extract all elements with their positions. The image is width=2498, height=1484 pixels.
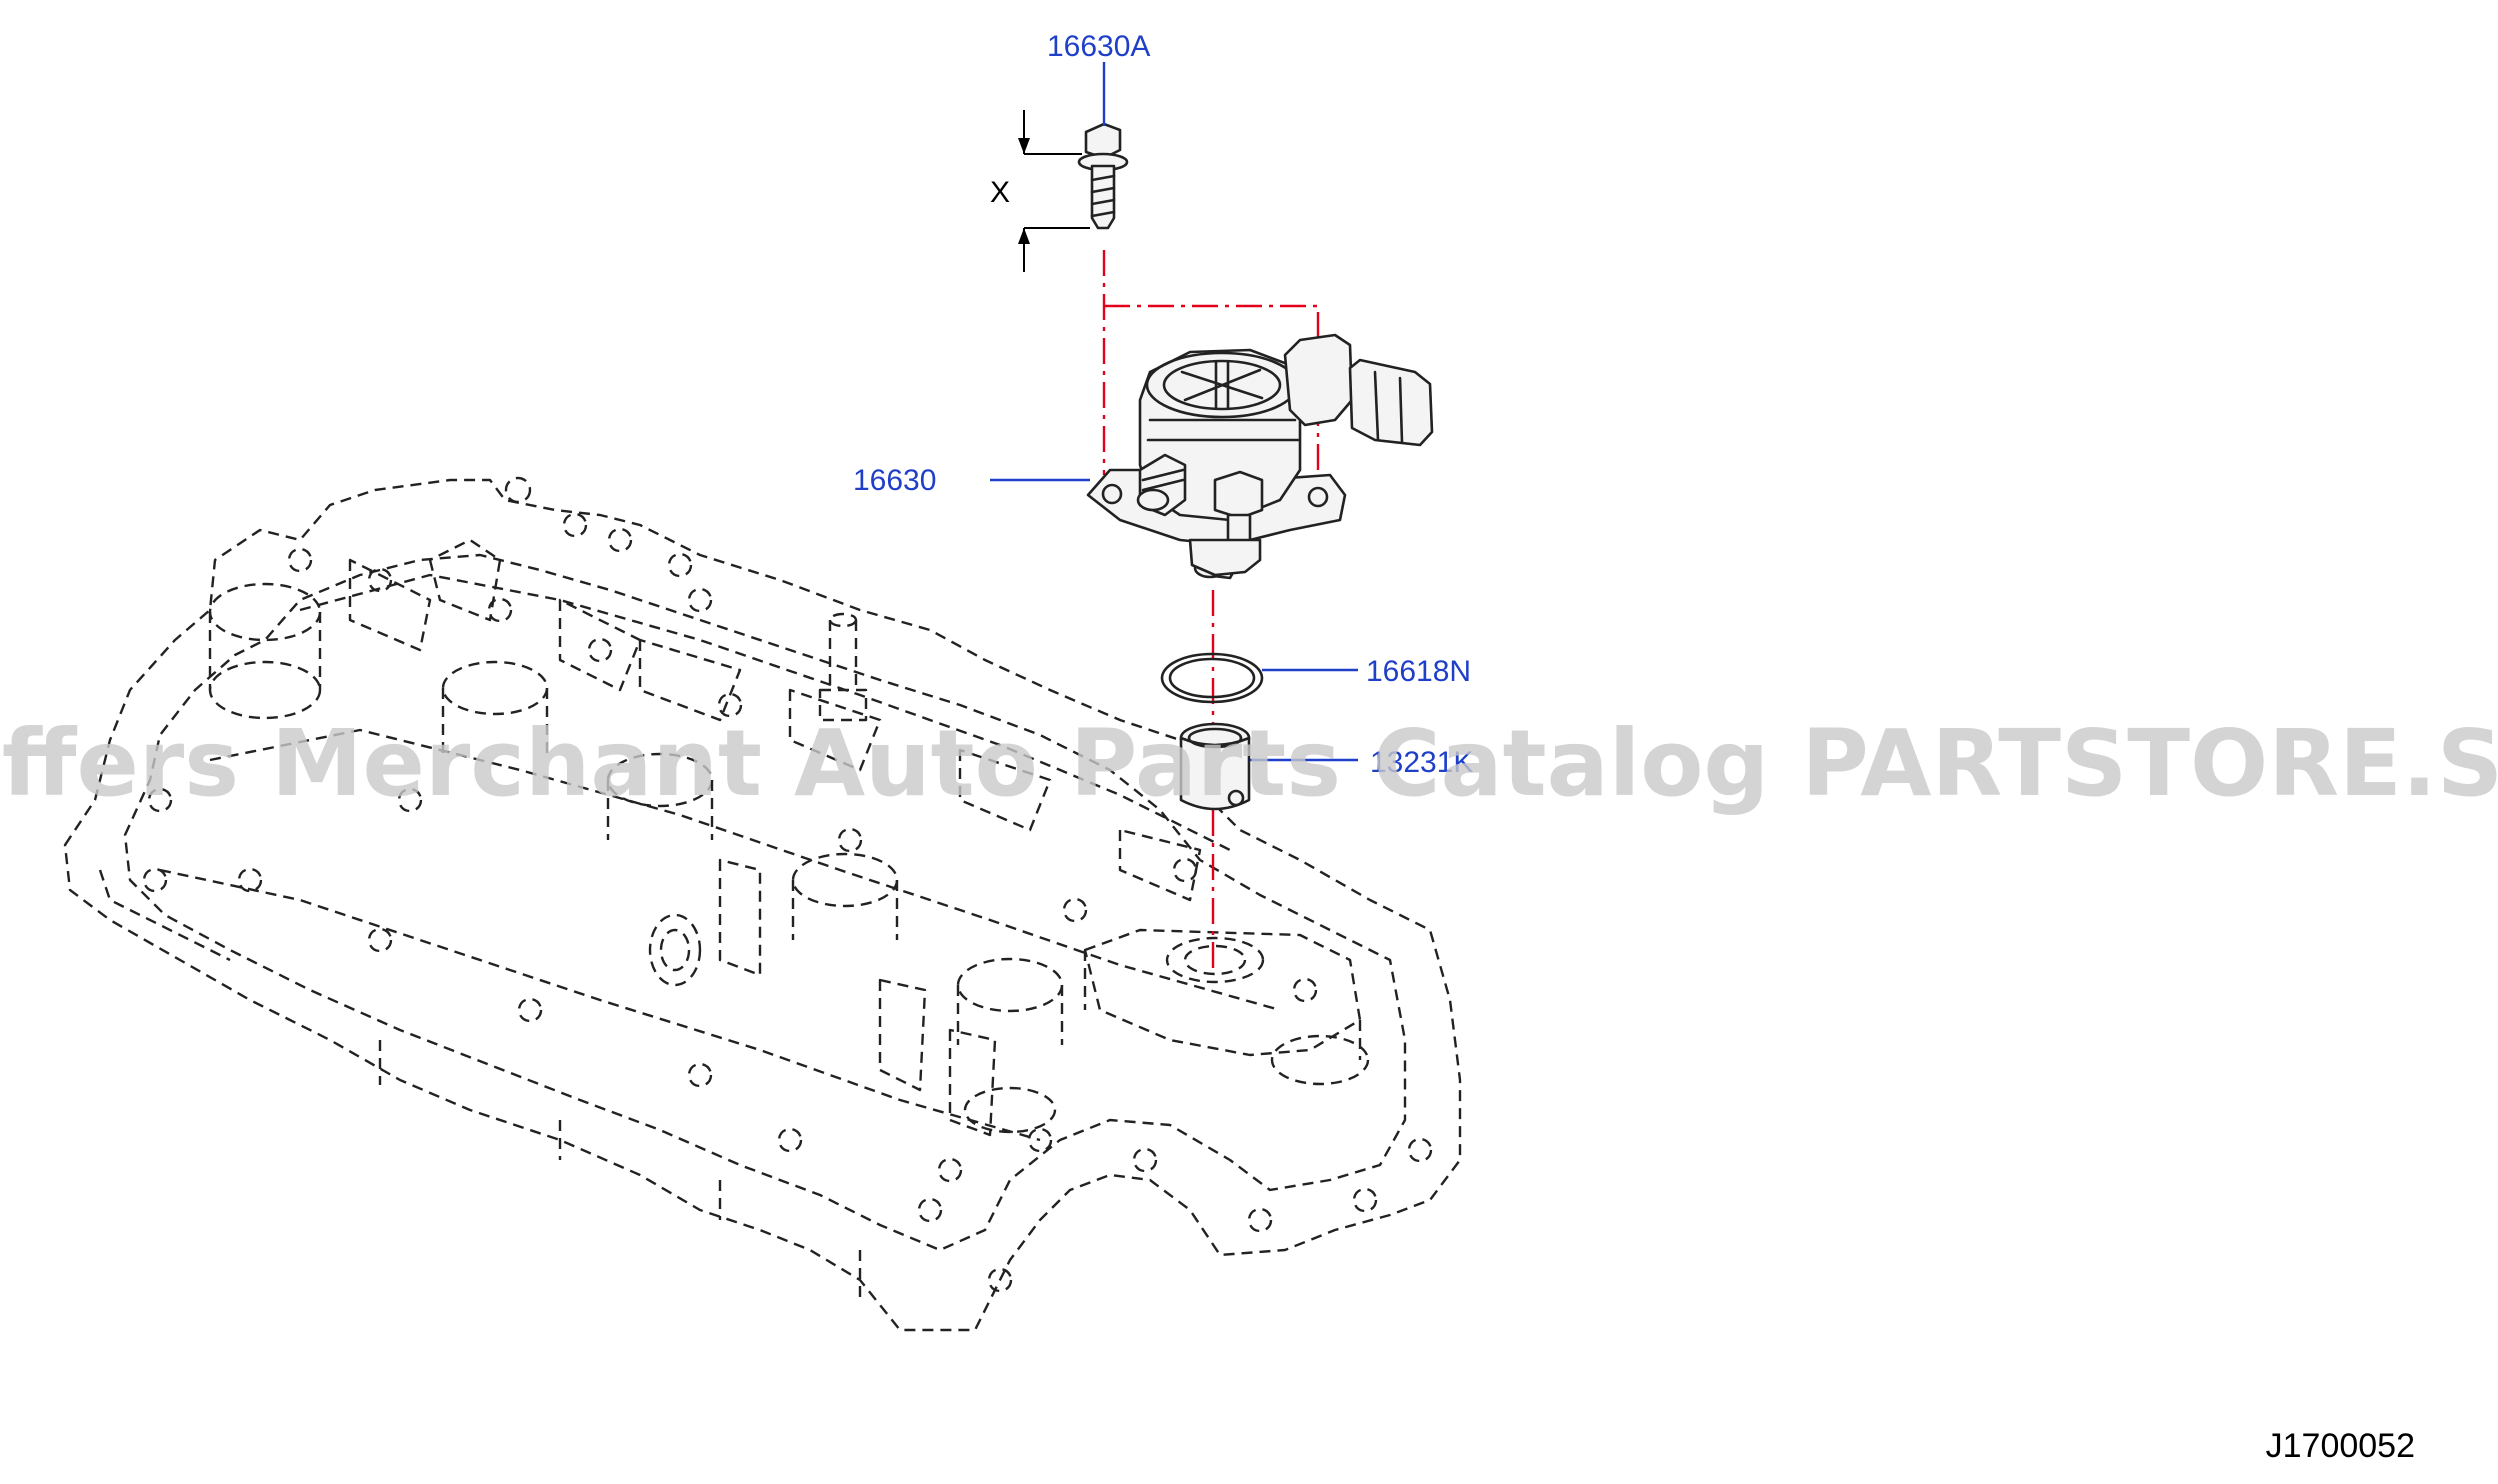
dimension-x-label: X <box>990 176 1010 209</box>
callout-oring[interactable]: 16618N <box>1366 655 1471 688</box>
bolt-length-dimension: X <box>990 110 1090 272</box>
pump-mounting-boss <box>1083 928 1362 1060</box>
cam-rail-mid <box>209 728 1281 1012</box>
pump-connector <box>1348 358 1434 447</box>
cam-rail-upper <box>299 573 1231 852</box>
head-inner-deck <box>123 553 1407 1252</box>
cam-rail-lower <box>159 868 1041 1142</box>
o-ring <box>1160 652 1264 704</box>
callout-pump[interactable]: 16630 <box>853 464 936 497</box>
head-side-wall <box>98 869 862 1300</box>
callout-bolt[interactable]: 16630A <box>1047 30 1150 63</box>
cylinder-head-drawing <box>63 476 1462 1332</box>
fuel-pump <box>1086 333 1434 580</box>
roller-lifter <box>1179 722 1251 811</box>
head-outer-flange <box>63 478 1462 1332</box>
pump-solenoid <box>1283 333 1354 427</box>
callout-lifter[interactable]: 13231K <box>1370 746 1473 779</box>
bolt-bosses <box>142 476 1433 1293</box>
pump-outlet-fitting <box>1213 470 1264 520</box>
leader-lines <box>990 62 1358 762</box>
spark-plug-bores <box>208 582 1370 1134</box>
cam-journal-towers <box>348 538 1202 1137</box>
diagram-code: J1700052 <box>2266 1427 2415 1465</box>
flange-bolt <box>1077 122 1129 230</box>
breather-nipple <box>818 612 868 722</box>
pump-plunger-housing <box>1188 538 1262 577</box>
watermark-text: Offers Merchant Auto Parts Catalog PARTS… <box>0 710 2498 817</box>
